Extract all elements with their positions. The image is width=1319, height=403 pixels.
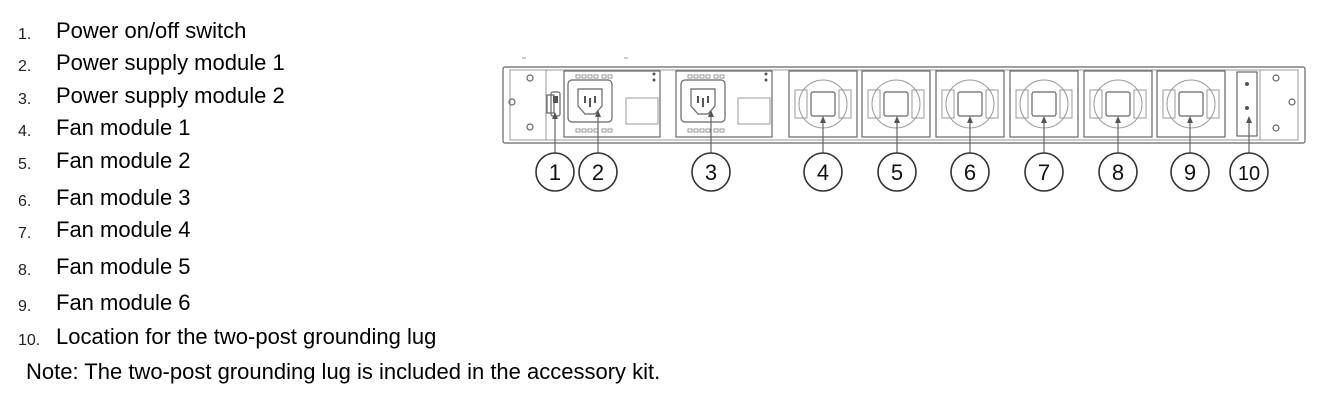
legend-item: 7. Fan module 4 (0, 217, 500, 247)
chassis-rear-view: 1 2 3 4 5 6 7 8 (502, 57, 1306, 192)
legend-label: Fan module 3 (56, 185, 191, 210)
power-inlet-frame (567, 79, 613, 123)
legend-label: Fan module 4 (56, 217, 191, 242)
legend-label: Fan module 6 (56, 290, 191, 315)
callout-9: 9 (1170, 152, 1210, 192)
legend-item: 6. Fan module 3 (0, 185, 500, 215)
callout-label: 9 (1184, 160, 1196, 185)
callout-label: 5 (891, 160, 903, 185)
psu-handle-area (737, 97, 771, 125)
legend-number: 8. (18, 262, 32, 279)
inlet-pin (697, 96, 699, 103)
legend-item: 10. Location for the two-post grounding … (0, 324, 500, 354)
legend-item: 9. Fan module 6 (0, 290, 500, 320)
power-supply-module-2 (675, 70, 773, 138)
power-switch-rocker (553, 96, 558, 103)
inlet-pin (702, 98, 704, 107)
legend-item: 1. Power on/off switch (0, 18, 500, 48)
mounting-hole (526, 74, 534, 82)
callout-10: 10 (1229, 152, 1269, 192)
callout-label: 6 (964, 160, 976, 185)
fan-module-2 (861, 70, 931, 138)
mounting-hole (1272, 124, 1280, 132)
mounting-hole (1288, 98, 1296, 106)
callout-6: 6 (950, 152, 990, 192)
legend-item: 4. Fan module 1 (0, 115, 500, 145)
legend-number: 9. (18, 298, 32, 315)
callout-1: 1 (535, 152, 575, 192)
legend-label: Power supply module 1 (56, 50, 285, 75)
psu-vent-bottom (687, 128, 725, 133)
power-inlet-frame (680, 79, 726, 123)
legend-number: 4. (18, 123, 32, 140)
power-supply-module-1 (563, 70, 661, 138)
legend-item: 5. Fan module 2 (0, 148, 500, 178)
chassis-inner-outline (509, 69, 1299, 141)
accessory-note: Note: The two-post grounding lug is incl… (26, 359, 661, 384)
fan-module-6 (1156, 70, 1226, 138)
chassis-outline (502, 66, 1306, 144)
inlet-pin (584, 96, 586, 103)
c14-power-inlet (690, 88, 716, 115)
callout-label: 2 (592, 160, 604, 185)
legend-number: 3. (18, 91, 32, 108)
legend-number: 1. (18, 26, 32, 43)
component-legend: 1. Power on/off switch 2. Power supply m… (0, 0, 500, 403)
leader-lines (552, 110, 1252, 153)
legend-label: Fan module 2 (56, 148, 191, 173)
legend-number: 5. (18, 156, 32, 173)
mounting-hole (526, 123, 534, 131)
legend-item: 2. Power supply module 1 (0, 50, 500, 80)
callout-7: 7 (1024, 152, 1064, 192)
legend-label: Power supply module 2 (56, 83, 285, 108)
psu-vent-top (687, 74, 725, 79)
callout-label: 7 (1038, 160, 1050, 185)
rear-panel-diagram: 1 2 3 4 5 6 7 8 (500, 50, 1310, 200)
psu-handle-area (625, 97, 659, 125)
legend-label: Power on/off switch (56, 18, 247, 43)
callout-4: 4 (803, 152, 843, 192)
psu-status-led (764, 72, 768, 76)
legend-number: 2. (18, 58, 32, 75)
legend-number: 7. (18, 225, 32, 242)
inlet-pin (589, 98, 591, 107)
grounding-stud (1245, 82, 1249, 86)
psu-status-led (652, 78, 656, 82)
legend-item: 3. Power supply module 2 (0, 83, 500, 113)
legend-label: Fan module 5 (56, 254, 191, 279)
inlet-pin (707, 96, 709, 103)
psu-vent-bottom (575, 128, 613, 133)
callout-label: 1 (549, 160, 561, 185)
mounting-hole (508, 98, 516, 106)
legend-label: Location for the two-post grounding lug (56, 324, 437, 349)
psu-status-led (764, 78, 768, 82)
callout-label: 8 (1112, 160, 1124, 185)
callout-2: 2 (578, 152, 618, 192)
legend-number: 10. (18, 332, 41, 349)
c14-power-inlet (577, 88, 603, 115)
legend-item: 8. Fan module 5 (0, 254, 500, 284)
psu-status-led (652, 72, 656, 76)
callout-label: 3 (705, 160, 717, 185)
callout-5: 5 (877, 152, 917, 192)
callout-label: 10 (1238, 163, 1260, 185)
legend-label: Fan module 1 (56, 115, 191, 140)
psu-vent-top (575, 74, 613, 79)
callout-label: 4 (817, 160, 829, 185)
legend-number: 6. (18, 193, 32, 210)
grounding-lug-location (1236, 71, 1258, 137)
callout-8: 8 (1098, 152, 1138, 192)
grounding-stud (1245, 106, 1249, 110)
inlet-pin (594, 96, 596, 103)
callout-3: 3 (691, 152, 731, 192)
mounting-hole (1272, 74, 1280, 82)
